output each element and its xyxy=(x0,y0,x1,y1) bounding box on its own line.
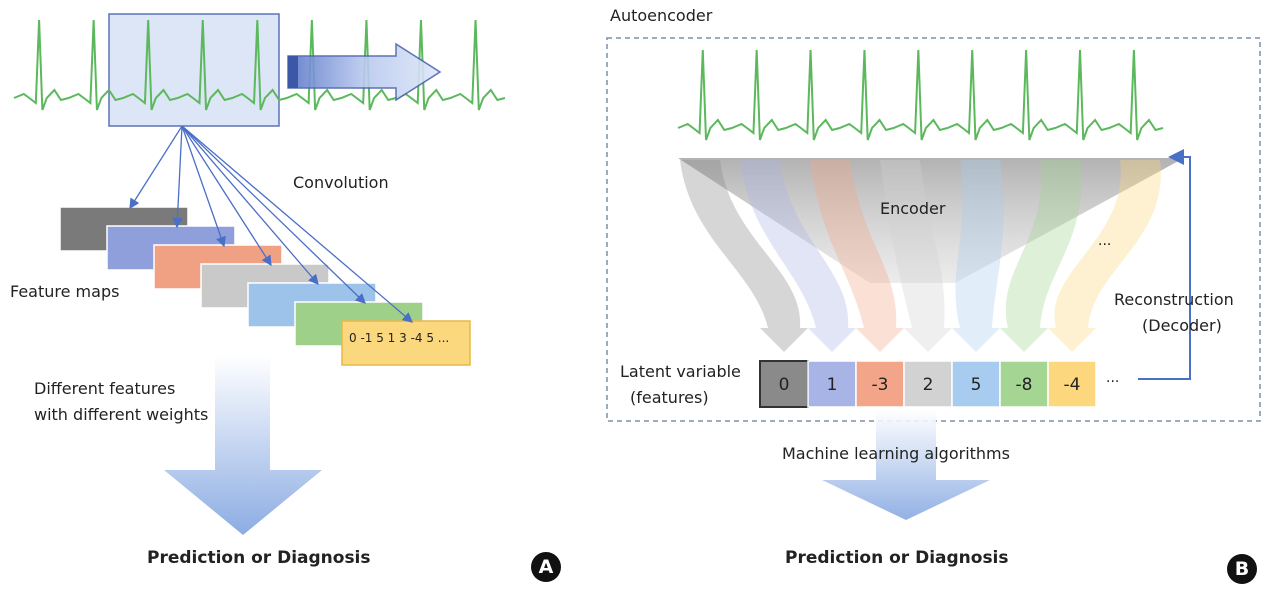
convolution-arrow-3 xyxy=(181,125,226,248)
convolution-label: Convolution xyxy=(293,173,389,192)
encoder-sweep-1 xyxy=(680,160,808,352)
latent-cell-3 xyxy=(855,360,905,408)
convolution-arrow-5 xyxy=(181,125,319,285)
feature-map-7 xyxy=(341,320,471,366)
latent-cell-value-4: 2 xyxy=(923,375,934,395)
latent-label-line2: (features) xyxy=(630,388,709,407)
feature-maps-label: Feature maps xyxy=(10,282,120,301)
convolution-arrow-1 xyxy=(129,125,183,210)
latent-cell-2 xyxy=(807,360,857,408)
autoencoder-title: Autoencoder xyxy=(610,6,713,25)
latent-cell-value-6: -8 xyxy=(1016,375,1033,395)
down-arrow-b xyxy=(822,410,990,520)
panel-badge-b: B xyxy=(1227,554,1257,584)
encoder-ellipsis: ... xyxy=(1098,233,1112,249)
reconstruction-label-line2: (Decoder) xyxy=(1142,316,1222,335)
latent-cell-7 xyxy=(1047,360,1097,408)
encoder-sweep-3 xyxy=(810,160,904,352)
latent-cell-value-7: -4 xyxy=(1064,375,1081,395)
prediction-label-b: Prediction or Diagnosis xyxy=(785,548,1009,568)
latent-cell-value-2: 1 xyxy=(827,375,838,395)
sliding-window xyxy=(108,13,280,127)
ecg-signal-b xyxy=(677,49,1164,141)
convolution-arrow-4 xyxy=(181,125,272,267)
latent-label-line1: Latent variable xyxy=(620,362,741,381)
convolution-arrow-6 xyxy=(181,125,366,304)
latent-cell-value-1: 0 xyxy=(779,375,790,395)
encoder-sweep-2 xyxy=(740,160,856,352)
convolution-arrow-7 xyxy=(181,125,413,323)
encoder-sweeps xyxy=(680,160,1161,352)
reconstruction-arrow xyxy=(1138,149,1191,380)
latent-cell-1 xyxy=(759,360,809,408)
encoder-label: Encoder xyxy=(880,199,946,218)
encoder-sweep-6 xyxy=(1000,160,1082,352)
slide-direction-arrow xyxy=(287,42,442,102)
latent-cell-6 xyxy=(999,360,1049,408)
latent-cell-5 xyxy=(951,360,1001,408)
panel-badge-a: A xyxy=(531,552,561,582)
down-arrow-a xyxy=(164,355,322,535)
feature-maps-stack xyxy=(59,206,471,366)
encoder-funnel xyxy=(678,158,1184,283)
encoder-sweep-7 xyxy=(1048,160,1161,352)
weights-label-line2: with different weights xyxy=(34,405,209,424)
latent-cell-value-3: -3 xyxy=(872,375,889,395)
feature-values-text: 0 -1 5 1 3 -4 5 ... xyxy=(349,331,450,345)
convolution-arrows xyxy=(129,125,413,323)
latent-cell-4 xyxy=(903,360,953,408)
latent-trailing-ellipsis: ... xyxy=(1106,370,1120,386)
convolution-arrow-2 xyxy=(172,125,183,229)
encoder-sweep-5 xyxy=(952,160,1004,352)
weights-label-line1: Different features xyxy=(34,379,176,398)
latent-variable-row: 0 1 -3 2 5 -8 -4 xyxy=(759,360,1097,408)
latent-cell-value-5: 5 xyxy=(971,375,982,395)
reconstruction-label-line1: Reconstruction xyxy=(1114,290,1234,309)
prediction-label-a: Prediction or Diagnosis xyxy=(147,548,371,568)
encoder-sweep-4 xyxy=(880,160,952,352)
ml-algorithms-label: Machine learning algorithms xyxy=(782,444,1010,463)
